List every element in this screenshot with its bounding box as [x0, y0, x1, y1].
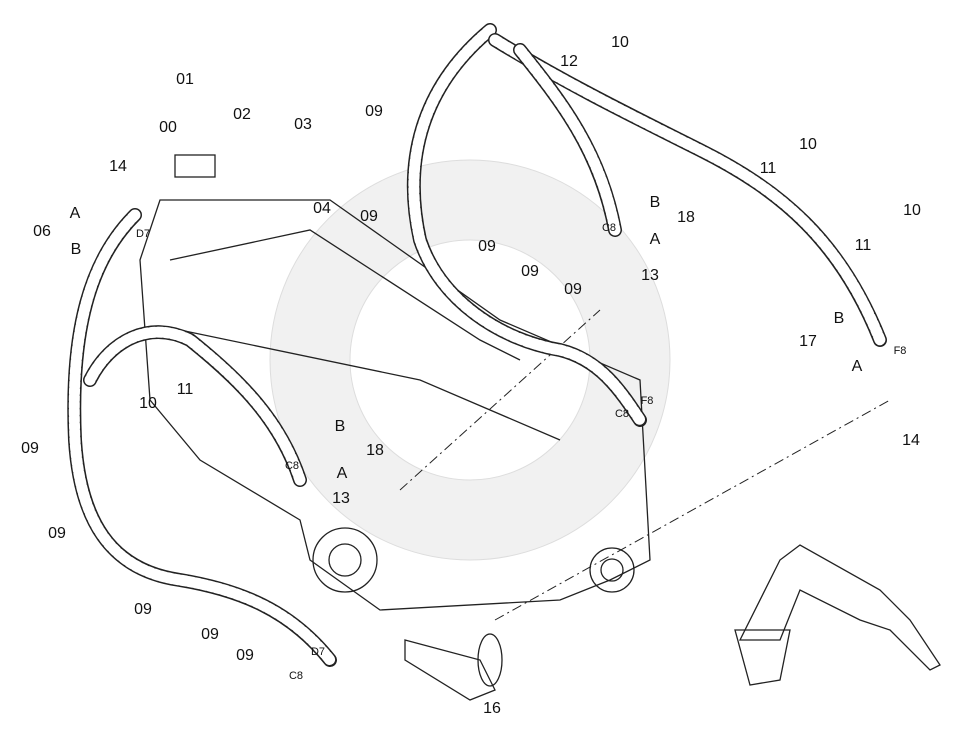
callout-14: 14 [902, 432, 920, 449]
callout-01: 01 [176, 71, 194, 88]
callout-13: 13 [641, 267, 659, 284]
callout-f8: F8 [641, 395, 654, 407]
callout-10: 10 [139, 395, 157, 412]
callout-b: B [335, 418, 346, 435]
boom-outline [139, 154, 891, 701]
callout-09: 09 [521, 263, 539, 280]
callout-06: 06 [33, 223, 51, 240]
callout-09: 09 [360, 208, 378, 225]
callout-11: 11 [177, 381, 194, 398]
callout-18: 18 [677, 209, 695, 226]
callout-c8: C8 [602, 222, 616, 234]
callout-11: 11 [760, 160, 777, 177]
callout-09: 09 [201, 626, 219, 643]
callout-f8: F8 [894, 345, 907, 357]
callout-a: A [337, 465, 348, 482]
callout-04: 04 [313, 200, 331, 217]
callout-09: 09 [21, 440, 39, 457]
callout-c8: C8 [615, 408, 629, 420]
callout-10: 10 [903, 202, 921, 219]
callout-16: 16 [483, 700, 501, 717]
callout-10: 10 [799, 136, 817, 153]
callout-a: A [650, 231, 661, 248]
callout-14: 14 [109, 158, 127, 175]
callout-09: 09 [365, 103, 383, 120]
callout-labels: 01020300140406ABD70912101011101109B18C8A… [21, 34, 921, 717]
callout-b: B [650, 194, 661, 211]
callout-d7: D7 [136, 228, 150, 240]
callout-c8: C8 [289, 670, 303, 682]
watermark-logo [269, 159, 671, 561]
callout-a: A [70, 205, 81, 222]
excavator-thumbnail [734, 544, 941, 686]
callout-09: 09 [478, 238, 496, 255]
callout-09: 09 [564, 281, 582, 298]
callout-10: 10 [611, 34, 629, 51]
callout-09: 09 [48, 525, 66, 542]
callout-03: 03 [294, 116, 312, 133]
callout-12: 12 [560, 53, 578, 70]
callout-b: B [834, 310, 845, 327]
callout-18: 18 [366, 442, 384, 459]
callout-13: 13 [332, 490, 350, 507]
callout-c8: C8 [285, 460, 299, 472]
callout-11: 11 [855, 237, 872, 254]
callout-b: B [71, 241, 82, 258]
callout-17: 17 [799, 333, 817, 350]
callout-a: A [852, 358, 863, 375]
callout-d7: D7 [311, 646, 325, 658]
callout-00: 00 [159, 119, 177, 136]
hose-assemblies [67, 23, 887, 667]
callout-02: 02 [233, 106, 251, 123]
callout-09: 09 [236, 647, 254, 664]
callout-09: 09 [134, 601, 152, 618]
